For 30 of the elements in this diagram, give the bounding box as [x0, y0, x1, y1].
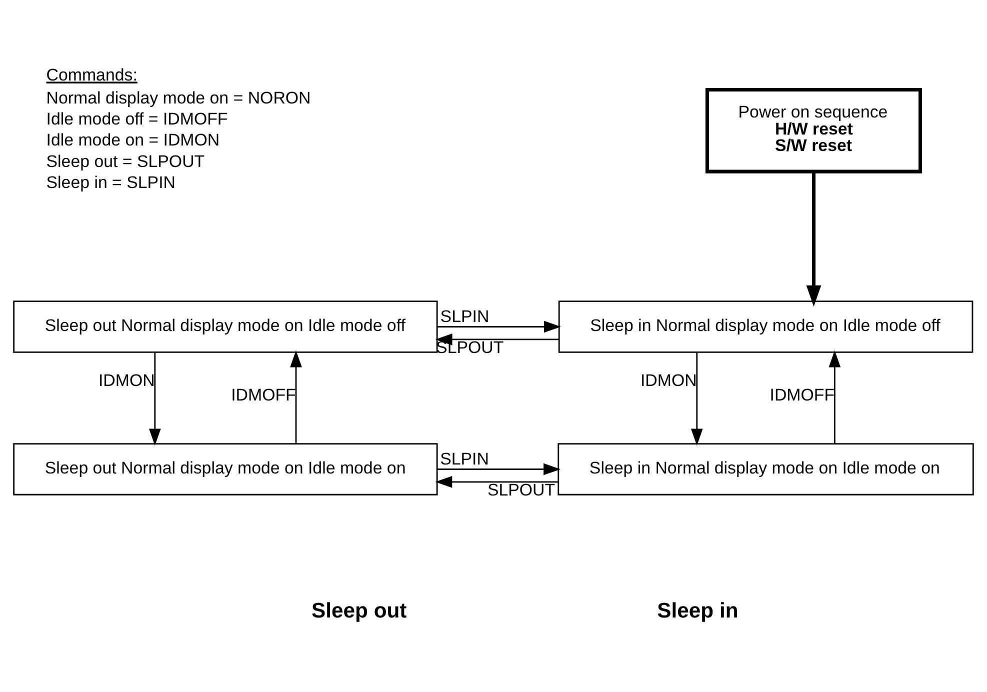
node-box: Sleep out Normal display mode on Idle mode off [13, 300, 438, 352]
arrow [437, 462, 560, 475]
edge-label: SLPOUT [436, 337, 504, 356]
node-box: Power on sequence H/W reset S/W reset [705, 87, 922, 173]
node-box: Sleep in Normal display mode on Idle mode on [558, 442, 974, 495]
arrow [290, 350, 302, 444]
edge-label: IDMON [640, 370, 697, 390]
label: Sleep in [657, 598, 738, 622]
node-box: Sleep in Normal display mode on Idle mode off [558, 300, 974, 352]
label: Idle mode off = IDMOFF [46, 108, 228, 128]
edge-label: IDMOFF [770, 384, 835, 404]
arrow [690, 352, 703, 446]
edge-label: IDMOFF [231, 384, 296, 404]
label: Idle mode on = IDMON [46, 130, 220, 150]
edge-label: SLPIN [440, 306, 490, 326]
edge-label: SLPIN [440, 448, 489, 468]
label: Normal display mode on = NORON [46, 88, 311, 107]
edge-label: IDMON [98, 370, 155, 390]
label: Sleep in = SLPIN [46, 172, 176, 192]
arrow [828, 350, 841, 444]
arrow [148, 352, 161, 446]
arrow [437, 320, 561, 332]
arrow [435, 333, 559, 345]
label: Sleep out [312, 598, 407, 622]
edge-label: SLPOUT [487, 480, 556, 499]
arrow [806, 171, 822, 306]
node-box: Sleep out Normal display mode on Idle mode on [13, 442, 438, 495]
arrow [435, 476, 558, 488]
label: Sleep out = SLPOUT [46, 151, 205, 170]
label: Commands: [46, 65, 138, 84]
